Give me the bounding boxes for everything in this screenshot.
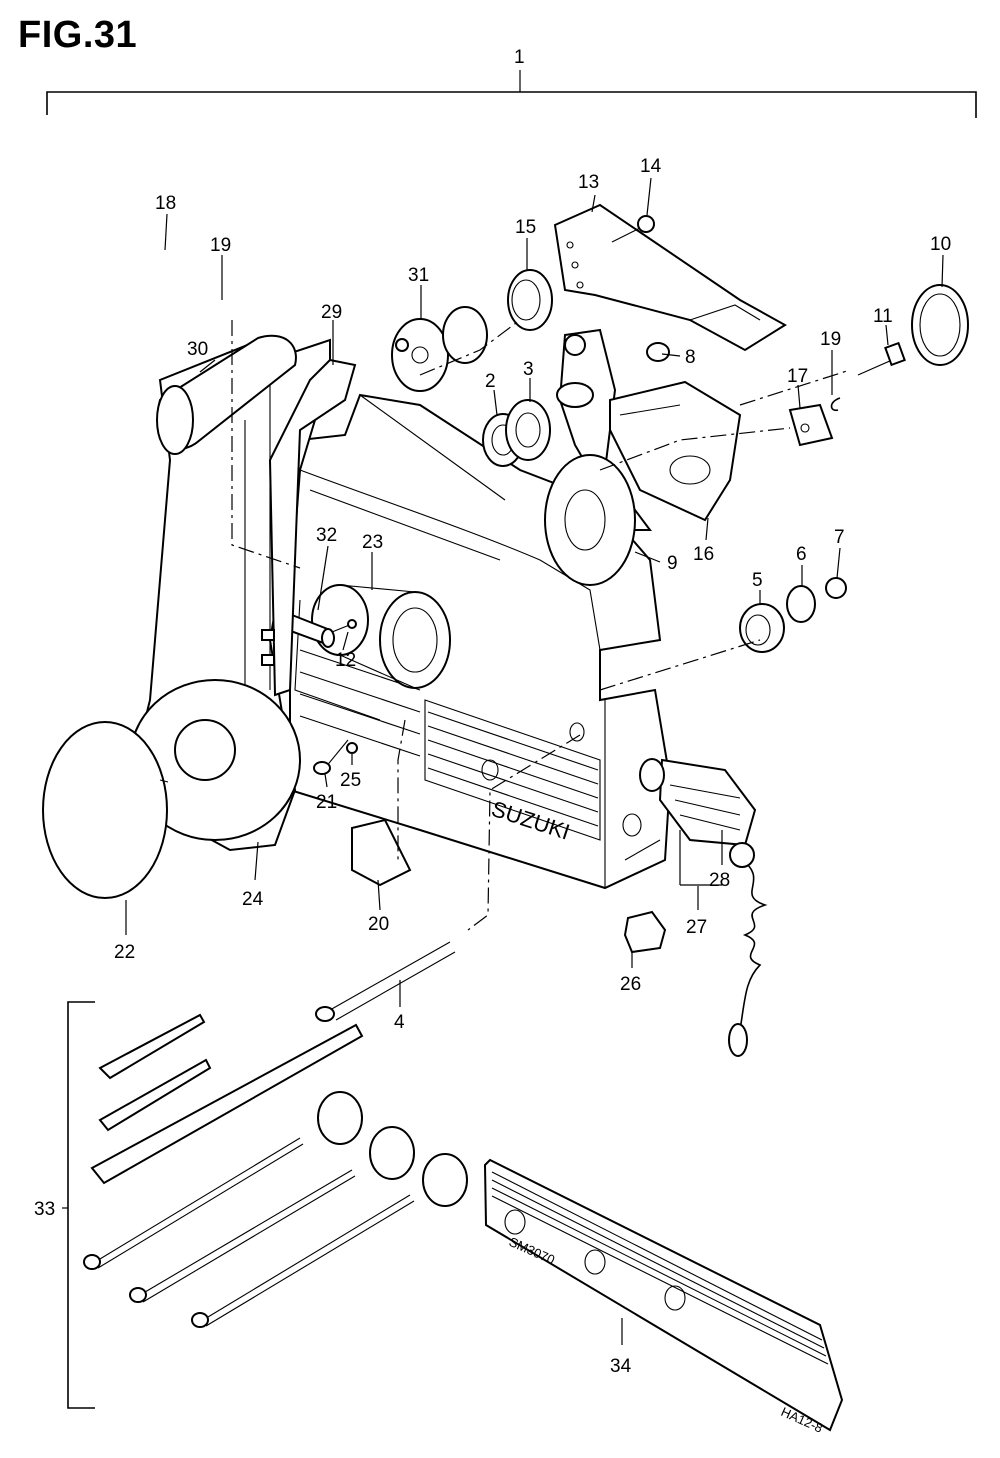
part-4-long-bolt — [315, 941, 456, 1022]
kit-bracket: 33 — [34, 1001, 95, 1409]
part-28-switch — [639, 758, 757, 847]
callout-19a: 19 — [210, 235, 231, 256]
callout-18: 18 — [155, 193, 176, 214]
part-11-bolt — [857, 341, 906, 376]
callout-16: 16 — [693, 544, 714, 565]
callout-31: 31 — [408, 265, 429, 286]
callout-1: 1 — [514, 47, 525, 68]
part-34-grille: SM3070 HA12-8 — [483, 1158, 844, 1436]
callout-21: 21 — [316, 792, 337, 813]
callout-24: 24 — [242, 889, 264, 910]
part-15-bushing — [507, 269, 553, 331]
callout-7: 7 — [834, 527, 845, 548]
callout-17: 17 — [787, 366, 808, 387]
callout-11: 11 — [873, 306, 893, 327]
callout-33: 33 — [34, 1199, 55, 1220]
callout-20: 20 — [368, 914, 389, 935]
part-27-lanyard — [728, 842, 768, 1057]
part-26-clip — [623, 910, 667, 954]
part-22-cover — [42, 721, 169, 899]
part-10-ring — [911, 284, 969, 366]
callout-28: 28 — [709, 870, 730, 891]
callout-14: 14 — [640, 156, 662, 177]
part-17-clip — [788, 403, 834, 447]
part-2-part-3-bushings — [482, 399, 551, 467]
part-19b-clip — [830, 397, 841, 412]
callout-labels: 2 3 4 5 6 7 8 9 10 11 12 13 14 15 16 17 … — [114, 156, 951, 1377]
callout-6: 6 — [796, 544, 807, 565]
callout-30: 30 — [187, 339, 208, 360]
callout-29: 29 — [321, 302, 342, 323]
callout-15: 15 — [515, 217, 536, 238]
callout-13: 13 — [578, 172, 599, 193]
part-7-nut — [825, 577, 847, 599]
control-lever — [129, 334, 357, 852]
callout-26: 26 — [620, 974, 641, 995]
callout-32: 32 — [316, 525, 337, 546]
callout-27: 27 — [686, 917, 707, 938]
callout-8: 8 — [685, 347, 696, 368]
part-21-screw — [313, 739, 349, 775]
callout-34: 34 — [610, 1356, 632, 1377]
part-16-cam-plate — [556, 328, 742, 531]
callout-leaders — [125, 177, 944, 1345]
callout-10: 10 — [930, 234, 951, 255]
part-14-screw — [611, 215, 655, 243]
part-9-washer — [544, 454, 636, 586]
part-20-bracket — [351, 818, 412, 887]
callout-19b: 19 — [820, 329, 841, 350]
assembly-bracket: 1 — [46, 47, 977, 118]
part-13-arm — [553, 203, 787, 352]
part-31-plate — [391, 318, 449, 392]
part-8-nut — [646, 342, 670, 362]
callout-3: 3 — [523, 359, 534, 380]
callout-9: 9 — [667, 553, 678, 574]
part-6-washer — [786, 585, 816, 623]
callout-4: 4 — [394, 1012, 405, 1033]
callout-25: 25 — [340, 770, 361, 791]
gasket-ring — [442, 306, 488, 364]
part-25-washer — [346, 742, 358, 754]
callout-23: 23 — [362, 532, 383, 553]
callout-2: 2 — [485, 371, 496, 392]
kit-contents — [83, 1013, 468, 1328]
callout-22: 22 — [114, 942, 135, 963]
part-32-part-12 — [286, 613, 357, 648]
callout-5: 5 — [752, 570, 763, 591]
callout-12: 12 — [335, 650, 356, 671]
figure-title: FIG.31 — [18, 14, 138, 56]
part-5-grommet — [739, 603, 785, 653]
